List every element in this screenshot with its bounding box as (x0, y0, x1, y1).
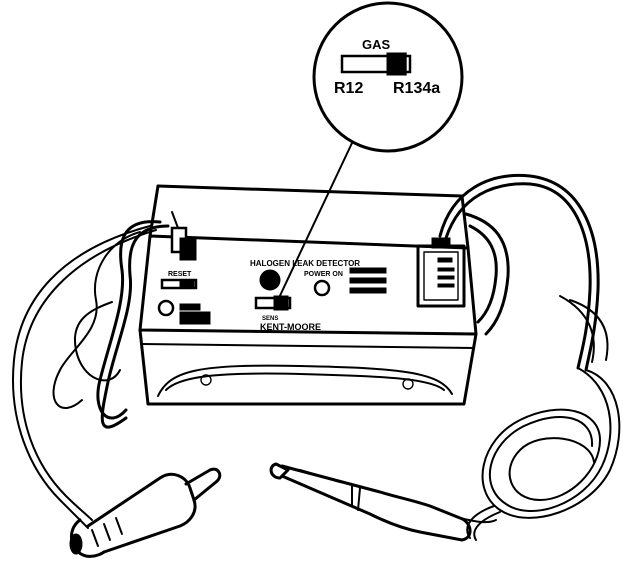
callout-leader-line (276, 142, 353, 303)
gas-selector-knob[interactable] (386, 52, 406, 76)
callout-circle (312, 1, 464, 153)
control-panel: RESET HALOGEN LEAK DETECTOR POWER ON SEN… (157, 211, 387, 332)
r12-label: R12 (334, 80, 363, 97)
detector-unit (138, 184, 510, 406)
power-cord (12, 220, 170, 529)
reset-label: RESET (168, 271, 192, 278)
device-title: HALOGEN LEAK DETECTOR (250, 259, 360, 268)
sens-label: SENS (262, 316, 278, 322)
power-label: POWER ON (304, 271, 343, 278)
probe-wand (269, 462, 497, 542)
probe-holder (416, 237, 466, 308)
sensitivity-knob[interactable] (259, 269, 281, 291)
probe-cord (438, 173, 621, 541)
lighter-plug (69, 467, 222, 558)
speaker-grille (349, 267, 387, 294)
panel-gas-switch[interactable] (254, 296, 292, 310)
gas-label: GAS (362, 37, 391, 52)
brand-label: KENT-MOORE (260, 322, 321, 332)
logo-block (179, 311, 211, 325)
magnifier-callout: GAS R12 R134a (276, 1, 464, 303)
r134a-label: R134a (393, 80, 440, 97)
power-led (313, 279, 331, 297)
panel-knob-small[interactable] (157, 299, 175, 317)
